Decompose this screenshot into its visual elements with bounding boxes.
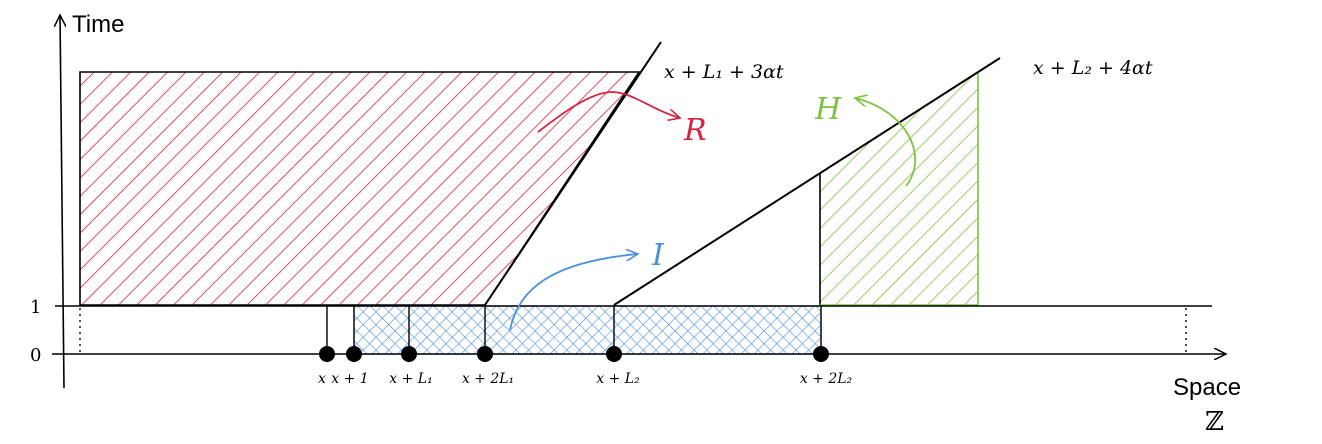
region-h-label: H (814, 92, 842, 127)
line-l2 (613, 57, 1001, 306)
line1-label: x + L₁ + 3αt (664, 61, 784, 83)
points (319, 346, 829, 362)
point-label-x-plus-1: x + 1 (331, 371, 368, 387)
arrow-i (509, 254, 638, 331)
region-r-label: R (683, 113, 707, 148)
point-label-x-plus-l2: x + L₂ (596, 371, 640, 387)
region-i (353, 305, 822, 355)
arrow-h (855, 98, 917, 187)
tick-one: 1 (30, 297, 41, 318)
region-h (819, 72, 979, 306)
space-set-label: ℤ (1205, 407, 1224, 437)
time-axis (60, 15, 64, 389)
point-label-x-plus-2l1: x + 2L₁ (462, 371, 514, 387)
point-label-x-plus-l1: x + L₁ (389, 371, 432, 387)
point-x-plus-2l1 (477, 346, 493, 362)
region-r (79, 71, 641, 306)
point-x (319, 346, 335, 362)
tick-zero: 0 (30, 345, 41, 366)
space-axis-label: Space (1173, 374, 1241, 401)
line-l1 (484, 41, 662, 306)
time-axis-label: Time (72, 11, 124, 38)
point-label-x-plus-2l2: x + 2L₂ (800, 371, 853, 387)
point-x-plus-l1 (401, 346, 417, 362)
region-i-label: I (651, 238, 665, 273)
line2-label: x + L₂ + 4αt (1033, 57, 1153, 79)
point-x-plus-1 (346, 346, 362, 362)
arrow-r (537, 91, 680, 133)
point-x-plus-l2 (606, 346, 622, 362)
point-label-x: x (318, 371, 326, 387)
point-x-plus-2l2 (813, 346, 829, 362)
